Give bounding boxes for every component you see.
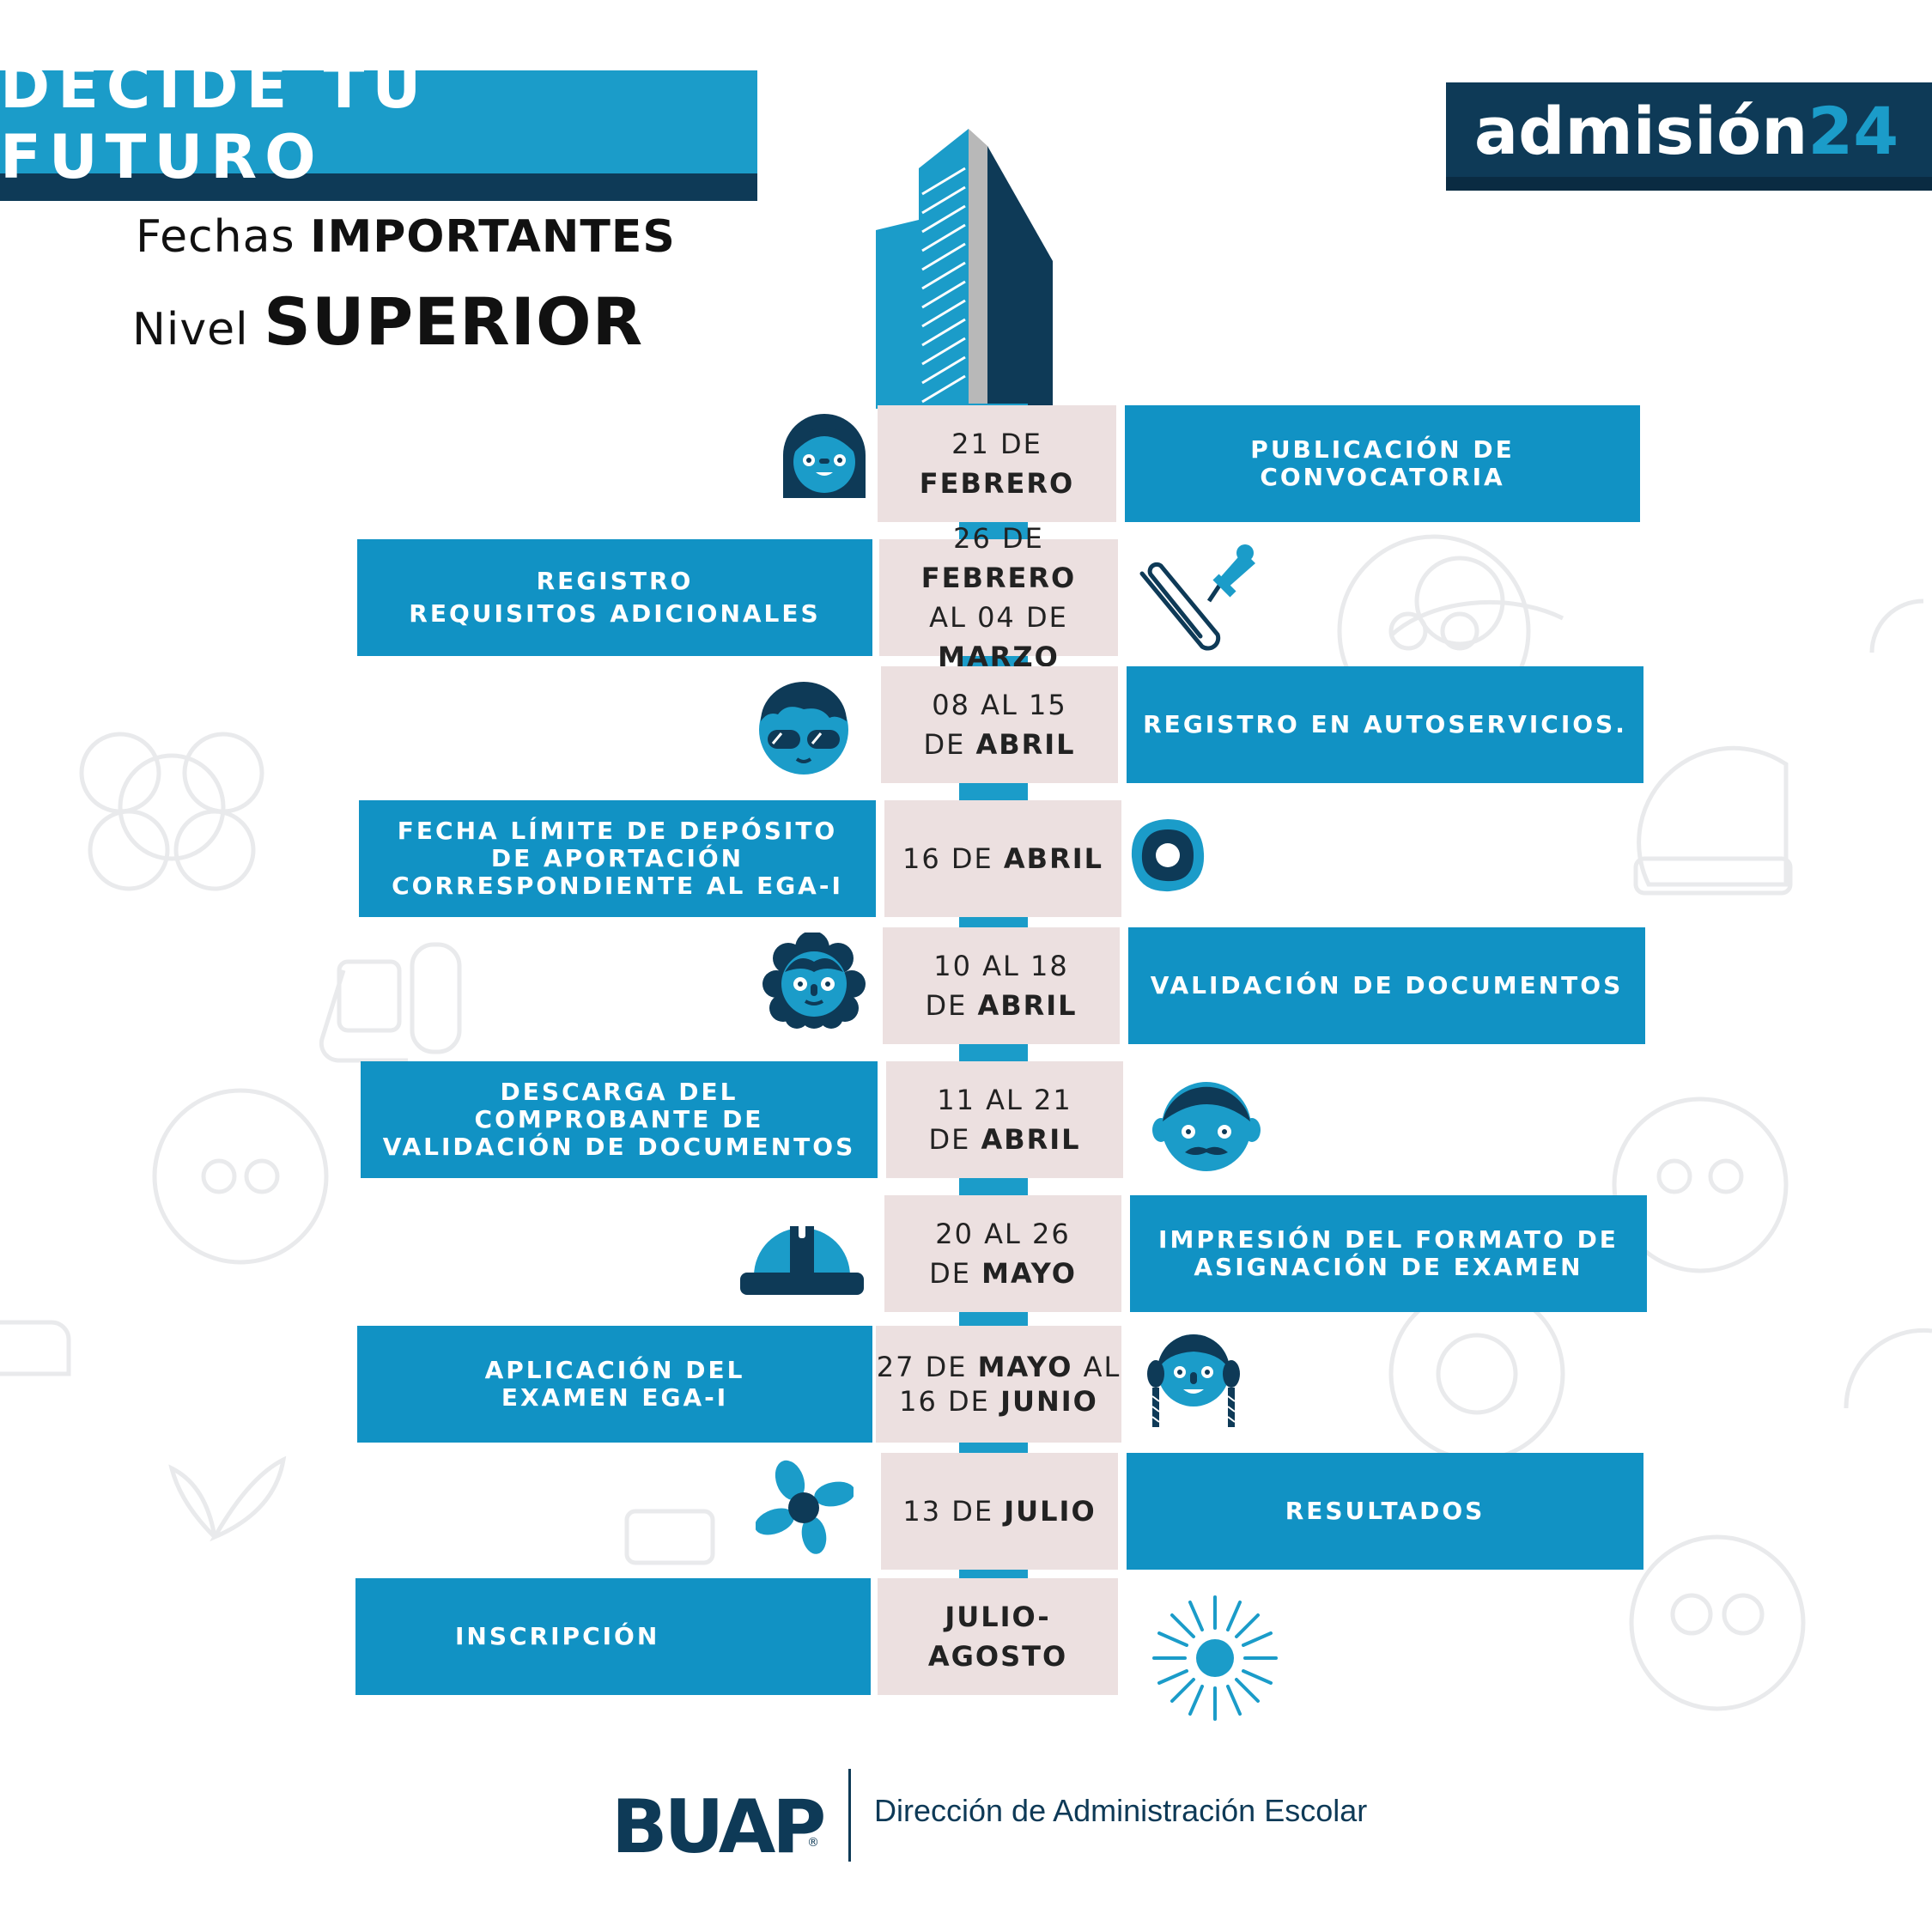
date-text: 20 AL 26 [935, 1218, 1071, 1250]
date-text: 13 DE [902, 1495, 994, 1528]
subtitle-bold: IMPORTANTES [310, 211, 676, 263]
date-line: 20 AL 26 [935, 1214, 1071, 1254]
sun-icon [1152, 1595, 1278, 1721]
date-line: 16 DE ABRIL [902, 839, 1103, 878]
date-box: 08 AL 15 DE ABRIL [881, 666, 1118, 783]
braids-girl-icon [1147, 1334, 1240, 1427]
date-box: 16 DE ABRIL [884, 800, 1121, 917]
date-line: 27 DE MAYO AL [877, 1350, 1121, 1384]
date-month: ABRIL [975, 728, 1076, 761]
date-line: 11 AL 21 [937, 1080, 1072, 1120]
girl-face-icon [783, 414, 866, 498]
department-name: Dirección de Administración Escolar [874, 1793, 1368, 1828]
date-line: 21 DE FEBRERO [878, 424, 1116, 503]
date-line: 26 DE FEBRERO [879, 519, 1118, 598]
date-line: 13 DE JULIO [902, 1492, 1096, 1531]
date-box: 27 DE MAYO AL 16 DE JUNIO [876, 1326, 1121, 1443]
date-text: 11 AL 21 [937, 1084, 1072, 1116]
date-line: 08 AL 15 [932, 685, 1067, 725]
date-month: ABRIL [1003, 842, 1103, 875]
flower-icon [756, 1460, 854, 1554]
date-text: DE [928, 1123, 971, 1156]
date-month: JUNIO [1000, 1385, 1098, 1418]
date-line: JULIO-AGOSTO [878, 1597, 1118, 1676]
date-text: 08 AL 15 [932, 689, 1067, 721]
date-line: 10 AL 18 [933, 946, 1069, 986]
date-text: DE [923, 728, 966, 761]
date-month: FEBRERO [920, 562, 1077, 594]
subtitle-line-2: Nivel SUPERIOR [132, 283, 643, 360]
date-line: 16 DE JUNIO [899, 1384, 1098, 1419]
brand-box-shadow [1446, 177, 1932, 191]
mustache-man-icon [1152, 1082, 1261, 1171]
date-month: JULIO-AGOSTO [927, 1601, 1068, 1673]
date-text: 26 DE [953, 522, 1044, 555]
date-text: 16 DE [899, 1385, 990, 1418]
date-month: JULIO [1004, 1495, 1097, 1528]
event-box: APLICACIÓN DEL EXAMEN EGA-I [357, 1326, 872, 1443]
event-box: RESULTADOS [1127, 1453, 1643, 1570]
date-text: AL 04 DE [929, 601, 1068, 634]
date-box: 26 DE FEBRERO AL 04 DE MARZO [879, 522, 1118, 673]
date-text: 10 AL 18 [933, 950, 1069, 982]
brand-box [1446, 82, 1932, 191]
date-box: 10 AL 18 DE ABRIL [883, 927, 1120, 1044]
date-text: AL [1083, 1351, 1121, 1383]
donut-icon [1131, 819, 1205, 892]
date-box: 21 DE FEBRERO [878, 405, 1116, 522]
date-line: AL 04 DE MARZO [879, 598, 1118, 677]
date-box: 13 DE JULIO [881, 1453, 1118, 1570]
event-box: FECHA LÍMITE DE DEPÓSITO DE APORTACIÓN C… [359, 800, 876, 917]
date-box: 20 AL 26 DE MAYO [884, 1195, 1121, 1312]
brand-word: admisión [1473, 92, 1808, 169]
date-month: MAYO [977, 1351, 1073, 1383]
title-banner-shadow [0, 173, 757, 201]
subtitle-line-1: Fechas IMPORTANTES [136, 211, 676, 263]
date-box: JULIO-AGOSTO [878, 1578, 1118, 1695]
event-box: DESCARGA DEL COMPROBANTE DE VALIDACIÓN D… [361, 1061, 878, 1178]
date-line: DE ABRIL [923, 725, 1075, 764]
building-icon [876, 129, 1053, 409]
date-text: DE [929, 1257, 971, 1290]
date-month: MAYO [981, 1257, 1077, 1290]
event-box: REGISTRO REQUISITOS ADICIONALES [357, 539, 872, 656]
subtitle-regular: Fechas [136, 211, 295, 263]
date-text: 27 DE [876, 1351, 968, 1383]
date-month: ABRIL [981, 1123, 1081, 1156]
date-text: 21 DE [951, 428, 1042, 460]
date-month: FEBRERO [919, 467, 1075, 500]
event-box: PUBLICACIÓN DE CONVOCATORIA [1125, 405, 1640, 522]
sunglasses-boy-icon [759, 682, 848, 775]
date-text: 16 DE [902, 842, 993, 875]
buap-logo: BUAP [611, 1784, 826, 1870]
brand-number: 24 [1807, 92, 1899, 169]
hard-hat-icon [740, 1223, 864, 1295]
footer-divider [848, 1769, 851, 1862]
subtitle-bold: SUPERIOR [264, 283, 644, 360]
date-line: DE ABRIL [928, 1120, 1080, 1159]
pushpin-paperclip-icon [1139, 544, 1255, 651]
event-box: VALIDACIÓN DE DOCUMENTOS [1128, 927, 1645, 1044]
registered-mark: ® [807, 1836, 819, 1850]
date-line: DE ABRIL [925, 986, 1077, 1025]
event-box: IMPRESIÓN DEL FORMATO DE ASIGNACIÓN DE E… [1130, 1195, 1647, 1312]
subtitle-regular: Nivel [132, 304, 249, 355]
curly-girl-icon [762, 933, 866, 1029]
event-box: INSCRIPCIÓN [355, 1578, 871, 1695]
event-box: REGISTRO EN AUTOSERVICIOS. [1127, 666, 1643, 783]
date-box: 11 AL 21 DE ABRIL [886, 1061, 1123, 1178]
date-month: ABRIL [977, 989, 1078, 1022]
date-line: DE MAYO [929, 1254, 1077, 1293]
date-text: DE [925, 989, 968, 1022]
page-title: DECIDE TU FUTURO [0, 52, 429, 192]
